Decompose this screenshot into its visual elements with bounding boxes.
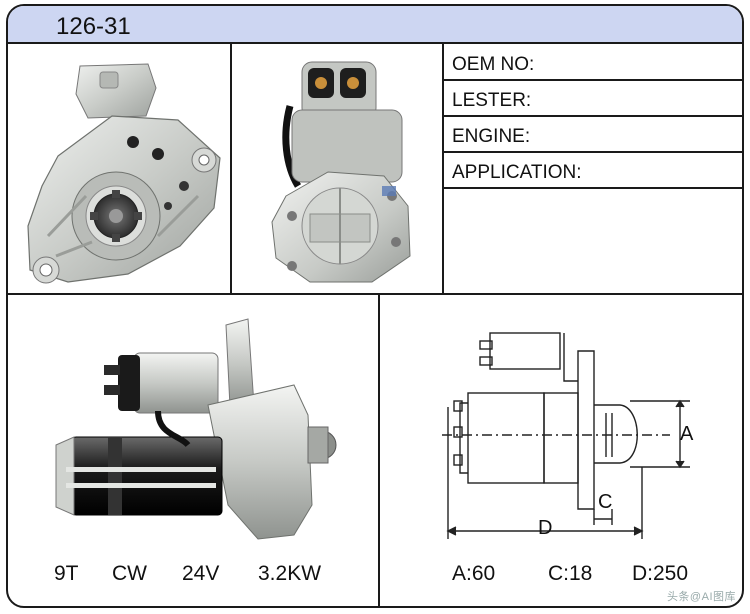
divider-top-2 — [442, 44, 444, 293]
dimension-a: A:60 — [452, 562, 496, 585]
starter-rear-photo — [232, 46, 442, 293]
dimension-diagram: A C D — [380, 295, 742, 557]
diagram-label-d: D — [538, 517, 553, 539]
diagram-label-a: A — [680, 423, 694, 445]
dimension-c: C:18 — [548, 562, 593, 585]
field-lester: LESTER: — [444, 82, 742, 117]
field-engine: ENGINE: — [444, 118, 742, 153]
field-label: LESTER: — [452, 90, 532, 111]
field-label: OEM NO: — [452, 54, 535, 75]
diagram-label-c: C — [598, 491, 613, 513]
spec-power: 3.2KW — [258, 562, 322, 585]
spec-teeth: 9T — [54, 562, 79, 585]
divider-top-1 — [230, 44, 232, 293]
field-label: APPLICATION: — [452, 162, 582, 183]
dimension-d: D:250 — [632, 562, 689, 585]
model-number: 126-31 — [56, 13, 131, 40]
divider-middle — [8, 293, 742, 295]
spec-voltage: 24V — [182, 562, 220, 585]
title-bar: 126-31 — [8, 6, 742, 44]
field-label: ENGINE: — [452, 126, 531, 147]
field-application: APPLICATION: — [444, 154, 742, 189]
field-oem-no: OEM NO: — [444, 46, 742, 81]
starter-side-photo — [8, 295, 378, 557]
spec-rotation: CW — [112, 562, 147, 585]
product-card: 126-31 OEM NO: LESTER: ENGINE: APPLICATI… — [6, 4, 744, 608]
divider-bottom — [378, 295, 380, 606]
watermark: 头条@AI图库 — [666, 591, 736, 603]
starter-front-photo — [8, 46, 230, 293]
